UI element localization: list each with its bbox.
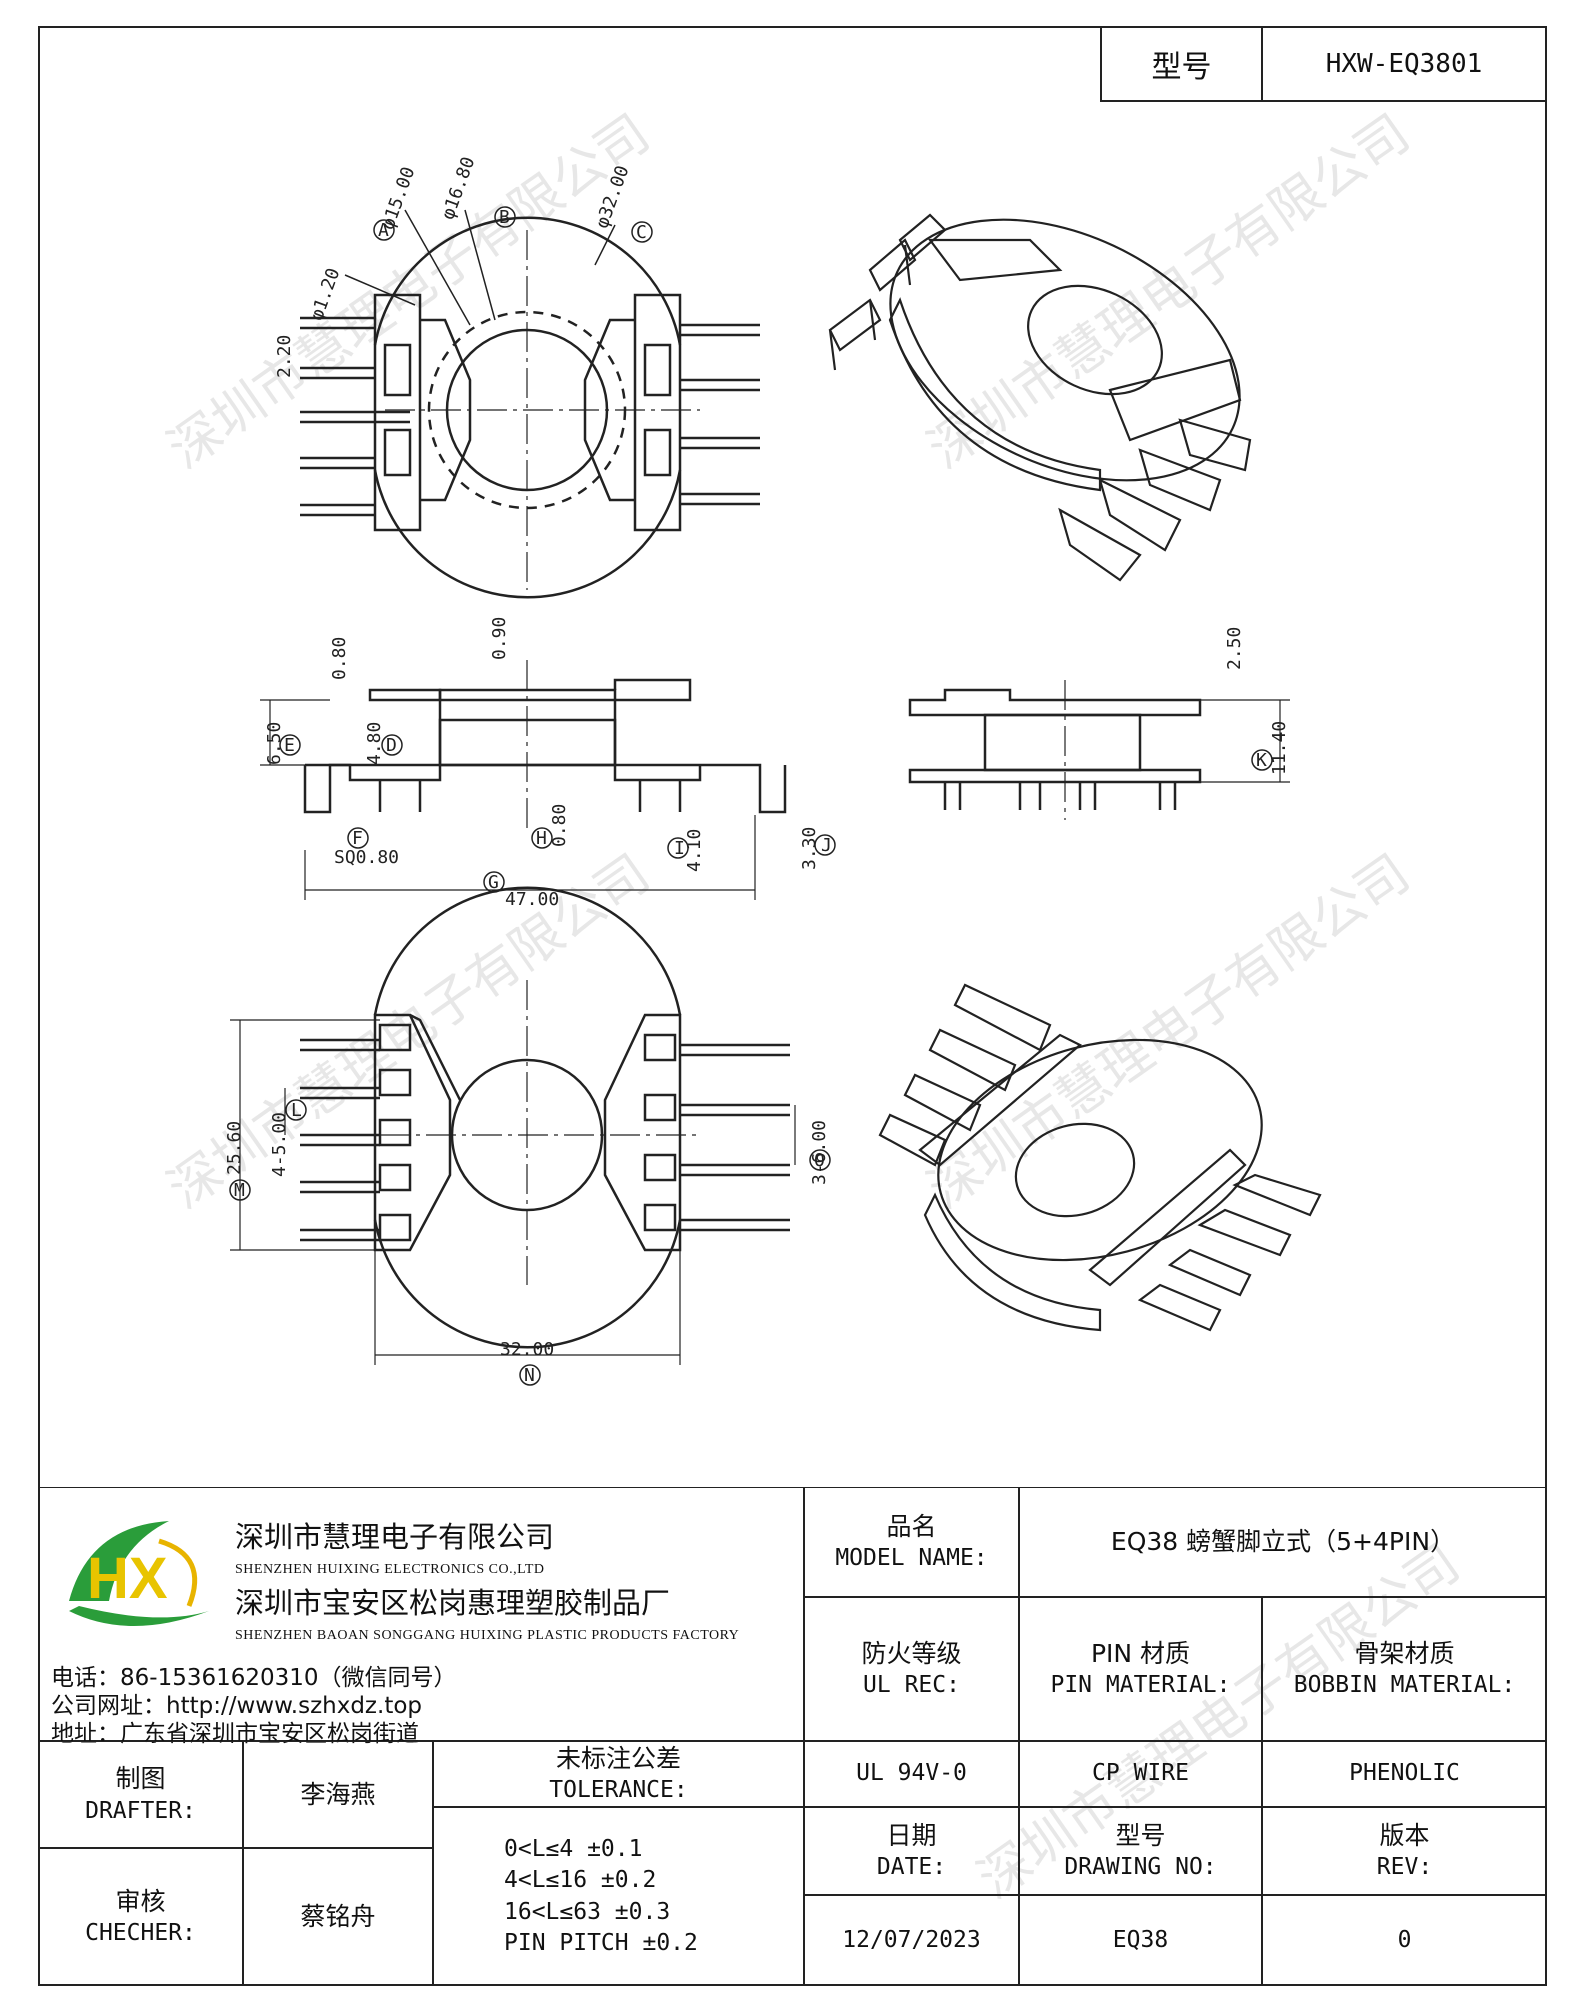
dim-330: 3.30 — [799, 827, 820, 870]
dim-650: 6.50 — [264, 722, 285, 765]
label-a: A — [378, 220, 389, 241]
label-d: D — [386, 735, 397, 756]
rev-value: 0 — [1262, 1895, 1547, 1986]
isometric-view-bottom — [878, 983, 1322, 1332]
company-name-zh: 深圳市慧理电子有限公司 — [235, 1520, 555, 1554]
side-view-right — [908, 680, 1290, 820]
label-c: C — [636, 222, 647, 243]
label-n: N — [524, 1365, 535, 1386]
tolerance-values: 0<L≤4 ±0.1 4<L≤16 ±0.2 16<L≤63 ±0.3 PIN … — [433, 1807, 804, 1986]
side-view-right-labels: 2.50 11.40 K — [1224, 627, 1290, 775]
label-h: H — [536, 828, 547, 849]
model-number-box: 型号 HXW-EQ3801 — [1100, 26, 1547, 102]
model-label: 型号 — [1102, 28, 1263, 100]
pin-material-value: CP WIRE — [1019, 1741, 1262, 1807]
bottom-view-labels: 25.60 4-5.00 3-6.00 32.00 M L N O — [224, 1099, 831, 1386]
model-name-value: EQ38 螃蟹脚立式（5+4PIN） — [1019, 1487, 1547, 1597]
label-k: K — [1256, 750, 1267, 771]
bottom-view — [230, 886, 796, 1365]
side-view-left-labels: 0.80 0.90 6.50 4.80 0.80 SQ0.80 4.10 3.3… — [264, 617, 836, 910]
label-i: I — [674, 838, 685, 859]
label-l: L — [291, 1100, 302, 1121]
dim-3200b: 32.00 — [500, 1339, 554, 1360]
dim-phi-120: φ1.20 — [306, 265, 344, 323]
label-b: B — [499, 207, 510, 228]
dim-2560: 25.60 — [224, 1121, 245, 1175]
isometric-view-top — [828, 213, 1252, 582]
dim-4700: 47.00 — [505, 889, 559, 910]
dim-phi-3200: φ32.00 — [592, 163, 634, 231]
label-o: O — [814, 1150, 825, 1171]
label-g: G — [488, 872, 499, 893]
factory-name-zh: 深圳市宝安区松岗惠理塑胶制品厂 — [235, 1586, 671, 1620]
company-address: 地址：广东省深圳市宝安区松岗街道 — [51, 1721, 419, 1747]
dim-phi-1680: φ16.80 — [437, 154, 479, 222]
technical-drawing: φ1.20 φ15.00 φ16.80 φ32.00 2.20 A B C — [224, 154, 1322, 1386]
dim-410: 4.10 — [684, 829, 705, 872]
drawing-no-value: EQ38 — [1019, 1895, 1262, 1986]
dim-4x500: 4-5.00 — [269, 1112, 290, 1177]
dim-220: 2.20 — [274, 335, 295, 378]
dim-250: 2.50 — [1224, 627, 1245, 670]
ul-value: UL 94V-0 — [804, 1741, 1019, 1807]
logo-letters: HX — [87, 1546, 168, 1611]
label-f: F — [352, 828, 363, 849]
bobbin-material-value: PHENOLIC — [1262, 1741, 1547, 1807]
model-value: HXW-EQ3801 — [1325, 49, 1483, 79]
label-m: M — [234, 1180, 245, 1201]
dim-sq080: SQ0.80 — [334, 847, 399, 868]
top-view — [300, 209, 760, 599]
dim-1140: 11.40 — [1269, 721, 1290, 775]
side-view-left — [260, 660, 787, 900]
dim-080a: 0.80 — [329, 637, 350, 680]
title-block: HX 深圳市慧理电子有限公司 SHENZHEN HUIXING ELECTRON… — [38, 1487, 1547, 1986]
drafter-name: 李海燕 — [243, 1741, 433, 1848]
company-name-en: SHENZHEN HUIXING ELECTRONICS CO.,LTD — [235, 1562, 545, 1577]
top-view-labels: φ1.20 φ15.00 φ16.80 φ32.00 2.20 A B C — [274, 154, 653, 378]
dim-080b: 0.80 — [549, 804, 570, 847]
dim-090: 0.90 — [489, 617, 510, 660]
company-website[interactable]: 公司网址：http://www.szhxdz.top — [51, 1693, 423, 1719]
dim-480: 4.80 — [364, 722, 385, 765]
factory-name-en: SHENZHEN BAOAN SONGGANG HUIXING PLASTIC … — [235, 1628, 740, 1643]
label-j: J — [821, 835, 832, 856]
company-phone: 电话：86-15361620310（微信同号） — [51, 1665, 457, 1691]
company-info: HX 深圳市慧理电子有限公司 SHENZHEN HUIXING ELECTRON… — [38, 1487, 804, 1747]
label-e: E — [284, 735, 295, 756]
checker-name: 蔡铭舟 — [243, 1848, 433, 1986]
date-value: 12/07/2023 — [804, 1895, 1019, 1986]
company-logo-icon: HX — [69, 1521, 209, 1626]
